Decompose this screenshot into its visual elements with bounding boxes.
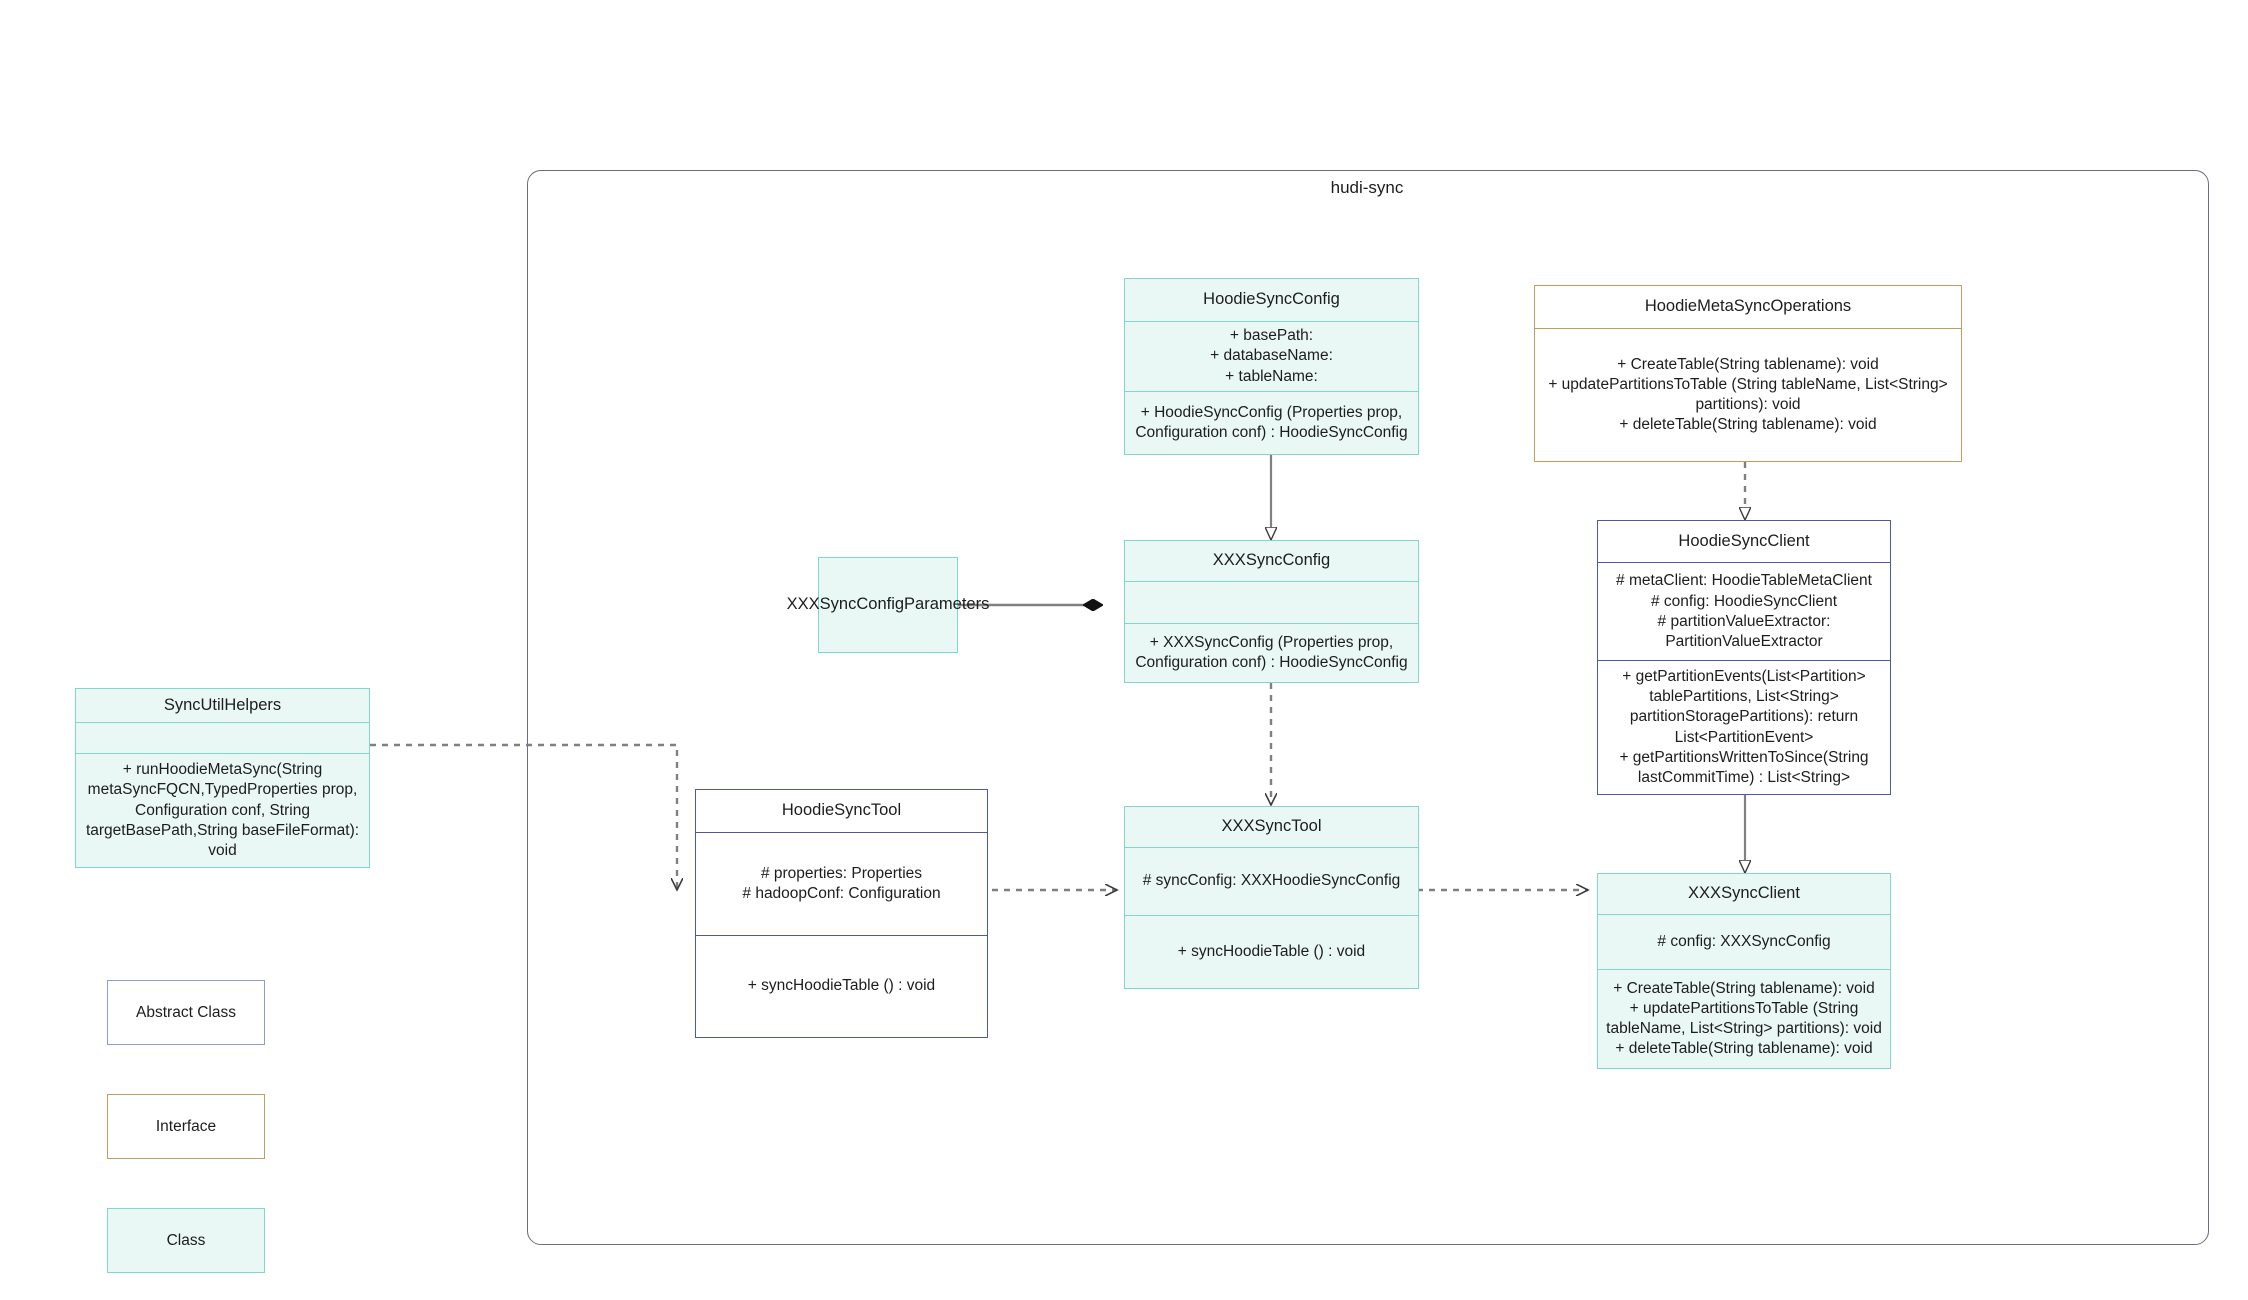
class-attributes: + basePath: + databaseName: + tableName: <box>1125 321 1418 391</box>
class-attributes <box>1125 581 1418 623</box>
class-sync-util-helpers[interactable]: SyncUtilHelpers + runHoodieMetaSync(Stri… <box>75 688 370 868</box>
legend-class-label: Class <box>166 1231 206 1249</box>
class-attributes: # syncConfig: XXXHoodieSyncConfig <box>1125 847 1418 915</box>
class-methods: + getPartitionEvents(List<Partition> tab… <box>1598 660 1890 794</box>
legend-interface: Interface <box>107 1094 265 1159</box>
class-title: HoodieSyncClient <box>1678 531 1810 550</box>
class-methods: + syncHoodieTable () : void <box>1125 915 1418 988</box>
class-xxx-sync-client[interactable]: XXXSyncClient # config: XXXSyncConfig + … <box>1597 873 1891 1069</box>
class-xxx-sync-config-parameters[interactable]: XXXSyncConfigParameters <box>786 557 990 653</box>
package-title: hudi-sync <box>1330 178 1404 197</box>
class-title: HoodieSyncTool <box>781 801 902 820</box>
class-attributes: # config: XXXSyncConfig <box>1598 914 1890 969</box>
class-title: XXXSyncClient <box>1688 884 1800 903</box>
class-methods: + syncHoodieTable () : void <box>696 935 987 1037</box>
class-attributes: # properties: Properties # hadoopConf: C… <box>696 832 987 935</box>
class-title: XXXSyncConfig <box>1212 551 1331 570</box>
class-title: XXXSyncTool <box>1221 817 1322 836</box>
interface-methods: + CreateTable(String tablename): void + … <box>1535 328 1961 461</box>
class-methods: + XXXSyncConfig (Properties prop, Config… <box>1125 623 1418 682</box>
class-hoodie-sync-config[interactable]: HoodieSyncConfig + basePath: + databaseN… <box>1124 278 1419 455</box>
class-methods: + HoodieSyncConfig (Properties prop, Con… <box>1125 391 1418 454</box>
class-xxx-sync-tool[interactable]: XXXSyncTool # syncConfig: XXXHoodieSyncC… <box>1124 806 1419 989</box>
legend-abstract-class: Abstract Class <box>107 980 265 1045</box>
class-attributes: # metaClient: HoodieTableMetaClient # co… <box>1598 562 1890 660</box>
class-title: XXXSyncConfigParameters <box>786 595 990 614</box>
class-methods: + CreateTable(String tablename): void + … <box>1598 969 1890 1068</box>
class-hoodie-sync-client[interactable]: HoodieSyncClient # metaClient: HoodieTab… <box>1597 520 1891 795</box>
legend-interface-label: Interface <box>155 1117 217 1135</box>
class-methods: + runHoodieMetaSync(String metaSyncFQCN,… <box>76 753 369 867</box>
class-attributes <box>76 722 369 753</box>
legend-class: Class <box>107 1208 265 1273</box>
class-title: HoodieSyncConfig <box>1203 290 1340 309</box>
package-hudi-sync <box>527 170 2209 1245</box>
interface-hoodie-meta-sync-operations[interactable]: HoodieMetaSyncOperations + CreateTable(S… <box>1534 285 1962 462</box>
class-xxx-sync-config[interactable]: XXXSyncConfig + XXXSyncConfig (Propertie… <box>1124 540 1419 683</box>
class-hoodie-sync-tool[interactable]: HoodieSyncTool # properties: Properties … <box>695 789 988 1038</box>
interface-title: HoodieMetaSyncOperations <box>1644 297 1852 316</box>
legend-abstract-class-label: Abstract Class <box>136 1003 236 1021</box>
class-title: SyncUtilHelpers <box>163 696 282 714</box>
